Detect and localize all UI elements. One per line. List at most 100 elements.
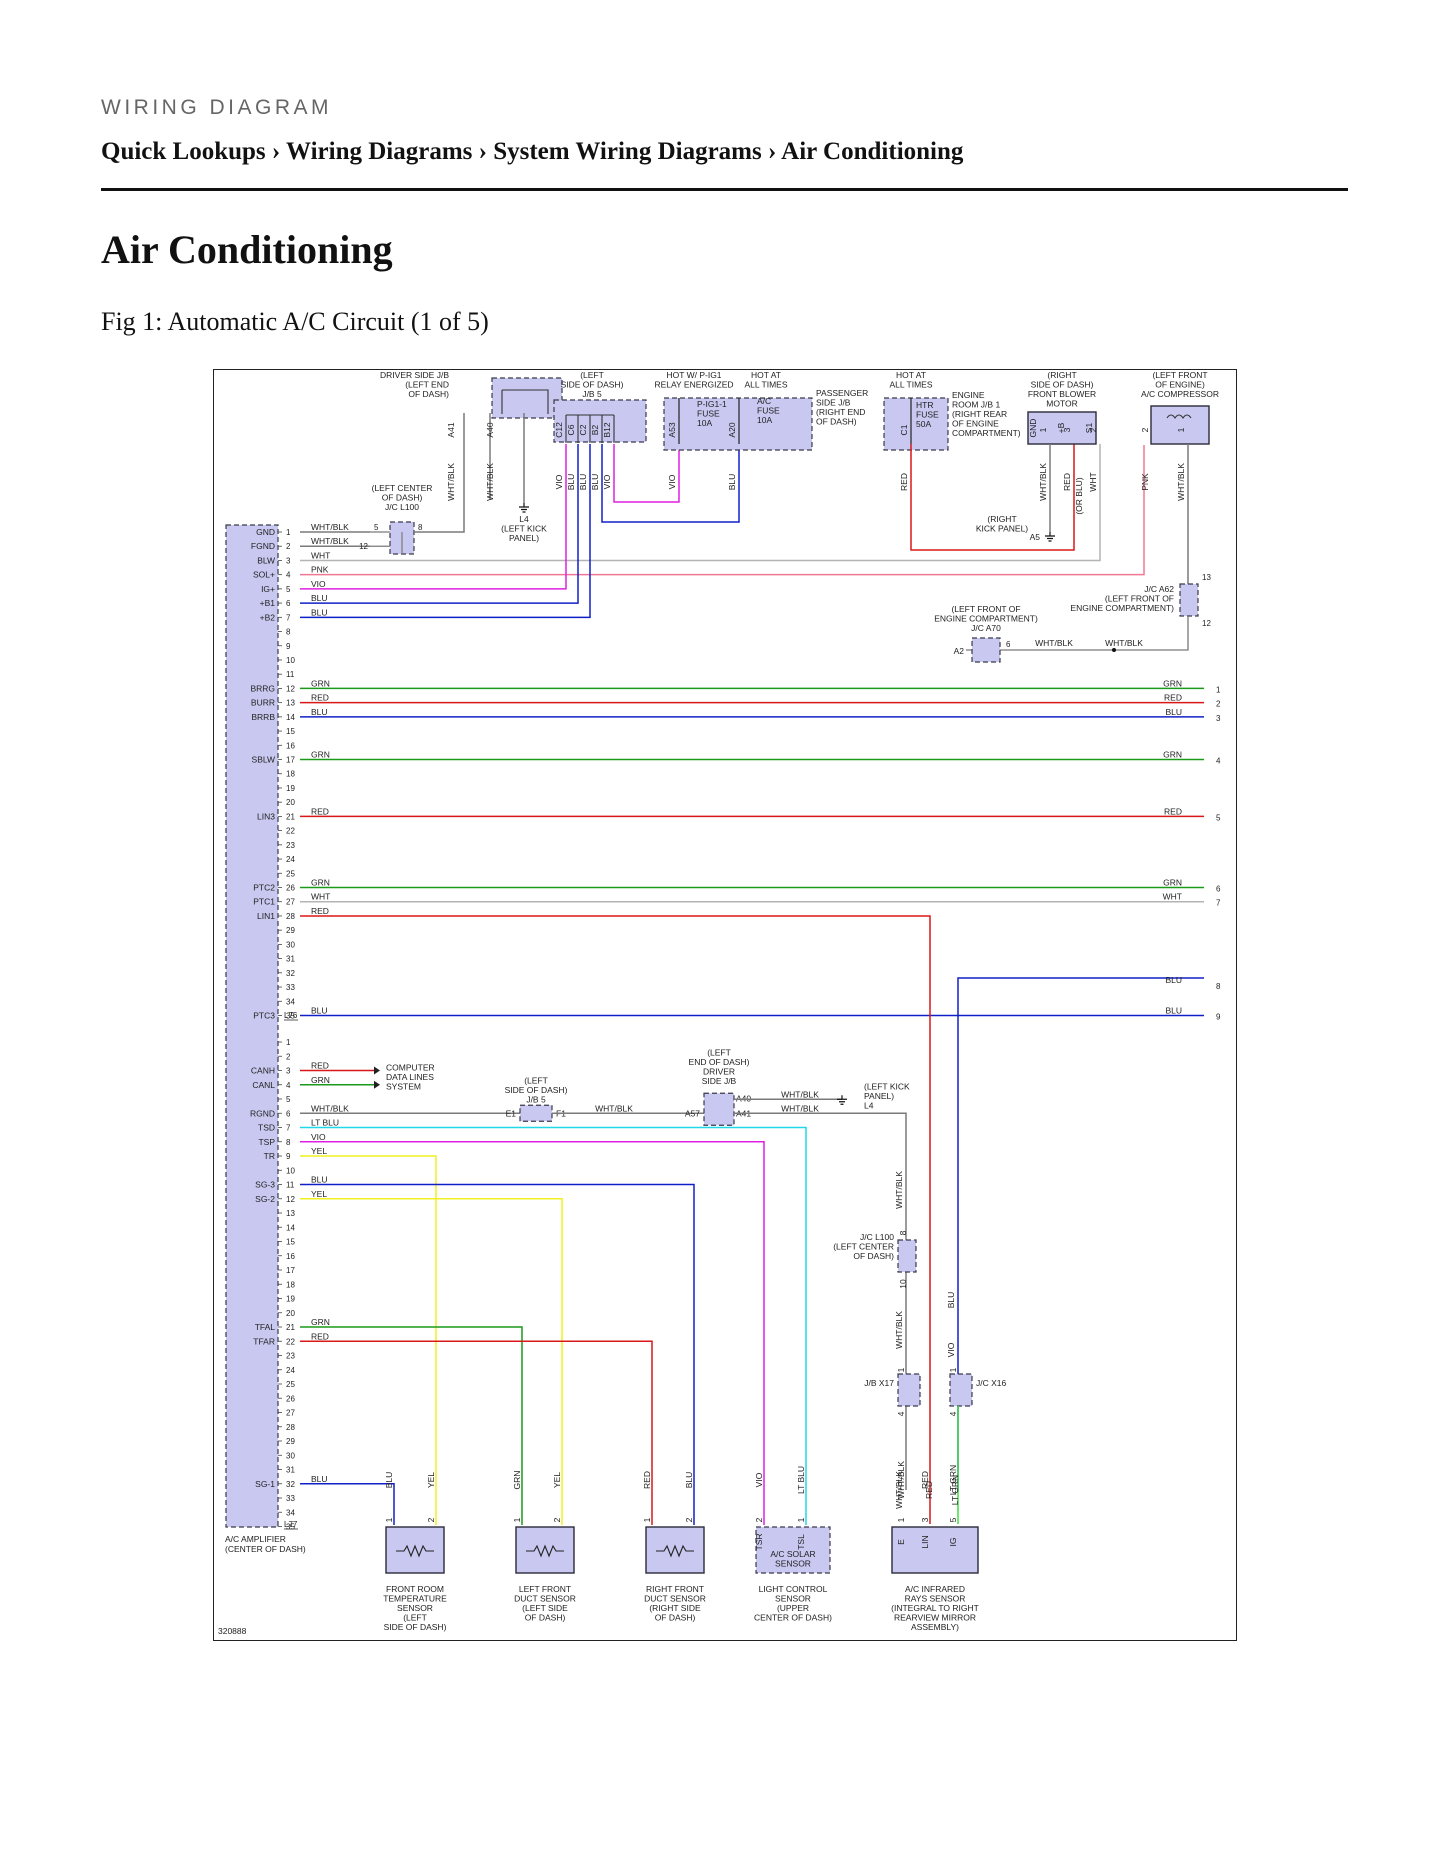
wire-color-label: BLU: [311, 707, 328, 717]
off-page-connector-1: 1: [1216, 685, 1221, 694]
engine-room-jb-label: ENGINE: [952, 390, 985, 400]
sensor-name-label: LIGHT CONTROL: [759, 1584, 828, 1594]
l76-pin-number: 2: [286, 542, 291, 551]
l76-pin-number: 19: [286, 784, 295, 793]
jb5-internal: [565, 414, 615, 443]
engine-room-jb-label: (RIGHT REAR: [952, 409, 1007, 419]
signal-name-lin3: LIN3: [257, 811, 275, 821]
signal-name-sol+: SOL+: [253, 570, 275, 580]
vertical-wire-label: LT GRN: [950, 1475, 960, 1505]
sensor-pin-label: 2: [552, 1517, 562, 1522]
driver-jb-label: OF DASH): [408, 389, 449, 399]
l77-pin-number: 21: [286, 1323, 295, 1332]
wire-color-label: YEL: [311, 1189, 327, 1199]
sensor-pin-label: 2: [754, 1517, 764, 1522]
wire-color-label: WHT/BLK: [595, 1103, 633, 1113]
ground-l4-icon: [519, 503, 529, 513]
signal-name-gnd: GND: [256, 527, 275, 537]
ground-l4-lower-label: L4: [864, 1100, 874, 1110]
top-pin-label: 1: [1176, 427, 1186, 432]
l77-pin-number: 16: [286, 1252, 295, 1261]
pin-label: 1: [896, 1367, 906, 1372]
sensor-name-label: RAYS SENSOR: [905, 1594, 966, 1604]
driver-jb-lower-label: SIDE J/B: [702, 1076, 737, 1086]
jc-l100-lower-label: OF DASH): [853, 1251, 894, 1261]
top-pin-label: B2: [590, 425, 600, 436]
l77-pin-number: 15: [286, 1238, 295, 1247]
l77-pin-number: 20: [286, 1309, 295, 1318]
compressor-coil-icon: [1166, 414, 1192, 419]
sensor-name-label: SIDE OF DASH): [384, 1622, 447, 1632]
pin-label: 12: [359, 542, 368, 551]
sensor-name-label: (UPPER: [777, 1603, 809, 1613]
signal-name-sg-3: SG-3: [255, 1180, 275, 1190]
sensor-name-label: (RIGHT SIDE: [649, 1603, 701, 1613]
hot-always-label: HOT AT: [751, 370, 781, 380]
sensor-name-label: REARVIEW MIRROR: [894, 1613, 976, 1623]
wire-color-label: BLU: [311, 593, 328, 603]
l76-pin-number: 33: [286, 983, 295, 992]
wire-color-label: RED: [311, 1331, 329, 1341]
signal-name-tfar: TFAR: [253, 1336, 275, 1346]
sensor-name-label: RIGHT FRONT: [646, 1584, 704, 1594]
solar-sensor-inner-label: SENSOR: [775, 1559, 811, 1569]
compressor-label: OF ENGINE): [1155, 380, 1205, 390]
wire-color-label: WHT/BLK: [1105, 638, 1143, 648]
sensor-pin-label: 2: [426, 1517, 436, 1522]
sensor-name-label: (LEFT: [403, 1613, 427, 1623]
hot-always-2-label: ALL TIMES: [890, 380, 933, 390]
sensor-3: [645, 1526, 705, 1574]
sensor-wire-label: YEL: [426, 1472, 436, 1488]
breadcrumb[interactable]: Quick Lookups › Wiring Diagrams › System…: [101, 138, 964, 165]
wire-color-label: GRN: [311, 1317, 330, 1327]
signal-name-burr: BURR: [251, 698, 275, 708]
ground-l4-label: PANEL): [509, 533, 539, 543]
front-blower-motor: [1027, 411, 1097, 445]
l77-pin-number: 33: [286, 1494, 295, 1503]
signal-name-tr: TR: [264, 1151, 275, 1161]
driver-side-jb: [491, 377, 563, 419]
top-wire-color-label: VIO: [667, 474, 677, 489]
wire-color-label: BLU: [311, 607, 328, 617]
wire-color-label: BLU: [311, 1474, 328, 1484]
vertical-wire-label: RED: [924, 1481, 934, 1499]
top-pin-label: C2: [578, 424, 588, 435]
l77-pin-number: 25: [286, 1380, 295, 1389]
l76-pin-number: 29: [286, 926, 295, 935]
wire-b12-a53: [613, 444, 680, 503]
signal-name-sg-2: SG-2: [255, 1194, 275, 1204]
connector-l76-label: L76: [284, 1011, 298, 1020]
solar-sensor-inner-label: A/C SOLAR: [770, 1549, 815, 1559]
fuse-htr-label: 50A: [916, 419, 931, 429]
connector-l77-label: L77: [284, 1520, 298, 1529]
wiring-diagram: 1234567891011121314151617181920212223242…: [218, 370, 1221, 1636]
pin-label: 4: [896, 1411, 906, 1416]
jb5-lower-label: J/B 5: [526, 1094, 546, 1104]
off-page-connector-6: 6: [1216, 885, 1221, 894]
l77-pin-number: 14: [286, 1223, 295, 1232]
sensor-wire-label: GRN: [512, 1471, 522, 1490]
jb5-label: (LEFT: [580, 370, 604, 380]
wire-color-label: WHT/BLK: [311, 522, 349, 532]
l76-pin-number: 26: [286, 884, 295, 893]
jb5-lower-label: SIDE OF DASH): [505, 1085, 568, 1095]
amplifier-name: A/C AMPLIFIER: [225, 1534, 286, 1544]
ground-l4-lower-label: PANEL): [864, 1091, 894, 1101]
passenger-jb-label: OF DASH): [816, 417, 857, 427]
wire-b2-a20: [601, 444, 740, 523]
jc-a62: [1179, 583, 1199, 617]
wire-ig: [300, 444, 567, 590]
wire-tsd: [300, 1126, 807, 1525]
off-page-connector-9: 9: [1216, 1012, 1221, 1021]
signal-name-+b1: +B1: [260, 598, 276, 608]
l76-pin-number: 10: [286, 656, 295, 665]
l76-pin-number: 18: [286, 770, 295, 779]
pin-label: 12: [1202, 619, 1211, 628]
sensor-wire-label: YEL: [552, 1472, 562, 1488]
ac-compressor: [1150, 405, 1210, 445]
pin-label: 6: [1006, 640, 1011, 649]
wire-color-label: BLU: [1165, 975, 1182, 985]
wire-color-label: RED: [311, 1061, 329, 1071]
blower-pin-gnd: GND: [1028, 419, 1038, 438]
sensor-pin-name: LIN: [920, 1535, 930, 1548]
